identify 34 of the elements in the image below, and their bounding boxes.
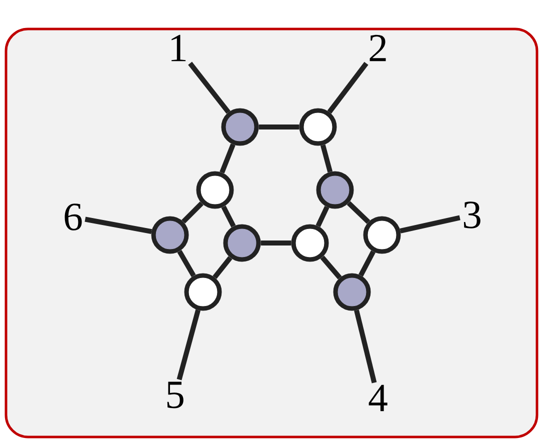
edge-line xyxy=(260,240,292,246)
leader-line xyxy=(327,62,368,114)
callout-number: 1 xyxy=(172,34,186,62)
callout-number: 4 xyxy=(368,384,388,412)
vertex-circle xyxy=(316,171,354,209)
edge-line xyxy=(177,250,196,278)
callout-number: 3 xyxy=(464,202,480,228)
vertex-circle xyxy=(333,273,371,311)
vertex-circle xyxy=(221,108,259,146)
vertex-circle xyxy=(196,171,234,209)
leader-line xyxy=(188,62,230,114)
vertex-circle xyxy=(184,273,222,311)
edge-line xyxy=(320,144,333,173)
edge-line xyxy=(316,206,330,228)
vertex-circle xyxy=(223,224,261,262)
vertex-circle xyxy=(299,108,337,146)
vertex-circle xyxy=(291,224,329,262)
edge-line xyxy=(220,144,236,174)
edge-line xyxy=(258,124,300,130)
callout-number: 6 xyxy=(64,204,82,230)
callout-number: 2 xyxy=(370,34,386,62)
leader-line xyxy=(176,309,200,380)
edge-line xyxy=(221,206,236,228)
edge-line xyxy=(358,250,376,277)
leader-line xyxy=(84,216,152,234)
edge-line xyxy=(182,201,204,224)
edge-line xyxy=(212,256,232,279)
leader-line xyxy=(354,310,377,384)
leader-line xyxy=(400,215,460,234)
edge-line xyxy=(346,201,370,224)
edge-line xyxy=(320,256,342,280)
callout-number: 5 xyxy=(167,382,184,408)
vertex-circle xyxy=(151,216,189,254)
vertex-circle xyxy=(363,216,401,254)
